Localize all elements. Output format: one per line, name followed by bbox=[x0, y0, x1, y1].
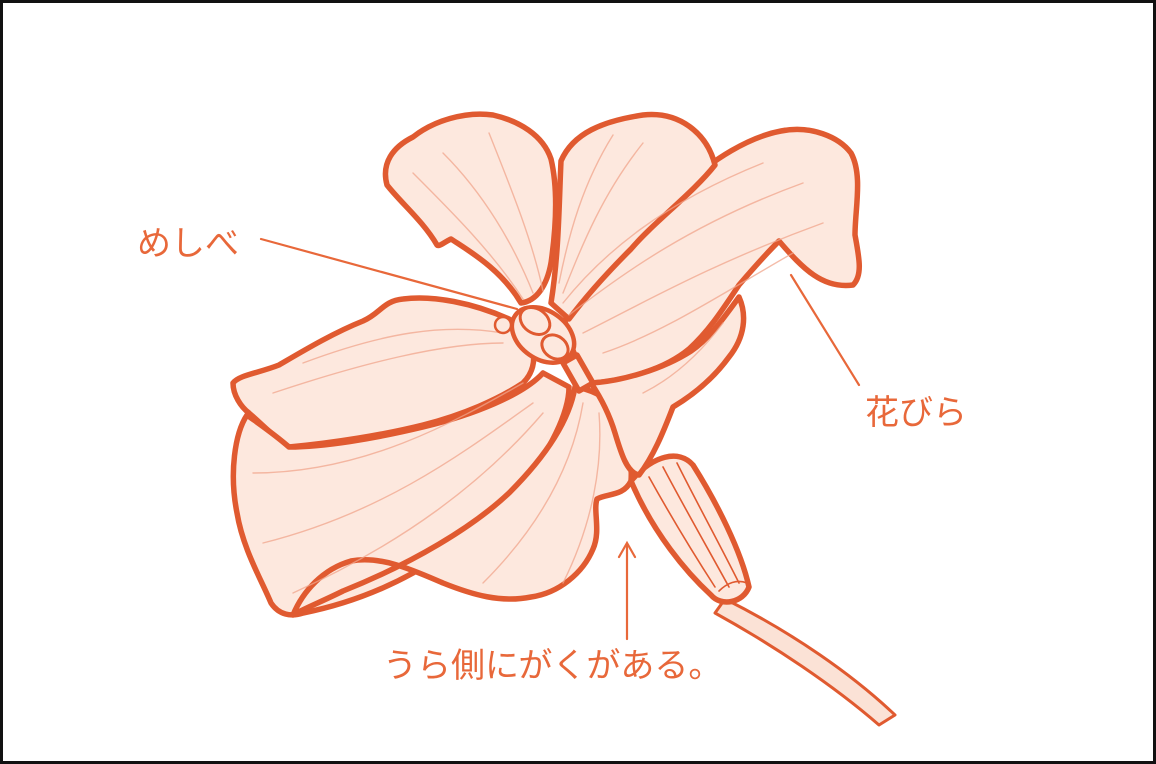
petal-bottom-center bbox=[290, 384, 634, 618]
petal-veins bbox=[252, 132, 824, 594]
petal-right-middle bbox=[588, 294, 747, 478]
sepal-arrow bbox=[617, 540, 637, 641]
stem bbox=[713, 597, 897, 727]
petal-top-center bbox=[548, 111, 718, 322]
sepal-note-label: うら側にがくがある。 bbox=[383, 646, 723, 686]
calyx bbox=[628, 453, 752, 605]
flower-illustration bbox=[230, 111, 897, 727]
pistil-structure bbox=[493, 305, 596, 394]
petal-top-left bbox=[382, 111, 559, 306]
pistil-label: めしべ bbox=[137, 224, 239, 264]
petal-label: 花びら bbox=[865, 393, 967, 433]
petal-leader-line bbox=[789, 273, 861, 387]
calyx-stripes bbox=[648, 462, 748, 592]
pistil-leader-line bbox=[259, 237, 519, 311]
